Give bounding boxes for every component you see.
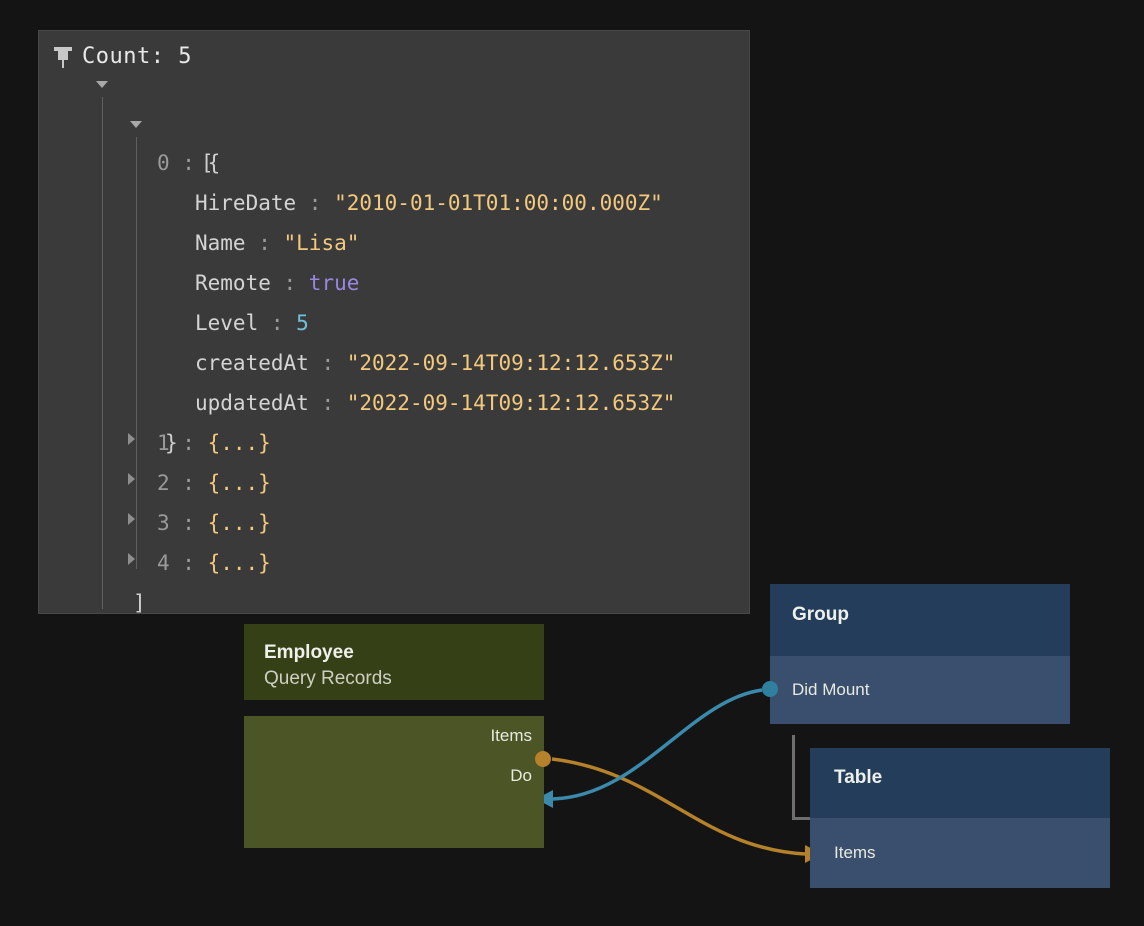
port-employee-items[interactable]: Items — [244, 716, 544, 756]
wire-do-arrowhead — [536, 790, 553, 808]
node-employee[interactable]: Employee Query Records Items Do — [244, 624, 544, 848]
port-dot-group-did-mount[interactable] — [762, 681, 778, 697]
json-line-entry-0[interactable]: 0 : { — [157, 151, 221, 175]
inspector-count-label: Count: 5 — [82, 44, 192, 69]
node-table-header: Table — [810, 748, 1110, 818]
json-field-row: Remote : true — [195, 271, 360, 295]
node-table-body: Items — [810, 818, 1110, 888]
group-table-bracket — [792, 735, 817, 820]
json-field-row: updatedAt : "2022-09-14T09:12:12.653Z" — [195, 391, 676, 415]
node-group-title: Group — [792, 604, 849, 625]
port-label: Items — [834, 843, 876, 862]
node-table[interactable]: Table Items — [810, 748, 1110, 888]
inspector-title-row: Count: 5 — [53, 37, 192, 77]
port-label: Do — [510, 766, 532, 785]
node-group-header: Group — [770, 584, 1070, 656]
json-line-entry-1[interactable]: 1 : {...} — [157, 431, 271, 455]
tree-guide-level1 — [136, 137, 137, 569]
node-employee-body: Items Do — [244, 716, 544, 848]
toggle-entry-2[interactable] — [128, 473, 135, 485]
pin-icon[interactable] — [53, 46, 73, 68]
toggle-entry-1[interactable] — [128, 433, 135, 445]
port-employee-do[interactable]: Do — [244, 756, 544, 796]
json-line-entry-0-close: } — [165, 431, 178, 455]
toggle-root[interactable] — [96, 81, 108, 88]
node-group[interactable]: Group Did Mount — [770, 584, 1070, 724]
port-table-items[interactable]: Items — [810, 818, 1110, 888]
port-label: Did Mount — [792, 680, 870, 699]
json-field-row: createdAt : "2022-09-14T09:12:12.653Z" — [195, 351, 676, 375]
toggle-entry-4[interactable] — [128, 553, 135, 565]
json-inspector-panel: Count: 5 [ 0 : { HireDate : "2010-01-01T… — [38, 30, 750, 614]
node-employee-subtitle: Query Records — [264, 668, 392, 689]
json-line-entry-2[interactable]: 2 : {...} — [157, 471, 271, 495]
port-group-did-mount[interactable]: Did Mount — [770, 656, 1070, 724]
json-field-row: HireDate : "2010-01-01T01:00:00.000Z" — [195, 191, 663, 215]
port-dot-employee-items[interactable] — [535, 751, 551, 767]
json-line-entry-3[interactable]: 3 : {...} — [157, 511, 271, 535]
toggle-entry-3[interactable] — [128, 513, 135, 525]
json-field-row: Name : "Lisa" — [195, 231, 360, 255]
json-line-root-open: [ — [200, 151, 214, 175]
json-line-entry-4[interactable]: 4 : {...} — [157, 551, 271, 575]
json-field-row: Level : 5 — [195, 311, 309, 335]
node-employee-title: Employee — [264, 642, 354, 663]
wire-items-to-table[interactable] — [551, 757, 806, 856]
wire-didmount-to-do[interactable] — [552, 688, 763, 801]
tree-guide-root — [102, 97, 103, 609]
toggle-entry-0[interactable] — [130, 121, 142, 128]
node-table-title: Table — [834, 767, 883, 788]
port-label: Items — [490, 726, 532, 745]
node-group-body: Did Mount — [770, 656, 1070, 724]
node-employee-header: Employee Query Records — [244, 624, 544, 700]
json-line-root-close: ] — [133, 591, 146, 614]
